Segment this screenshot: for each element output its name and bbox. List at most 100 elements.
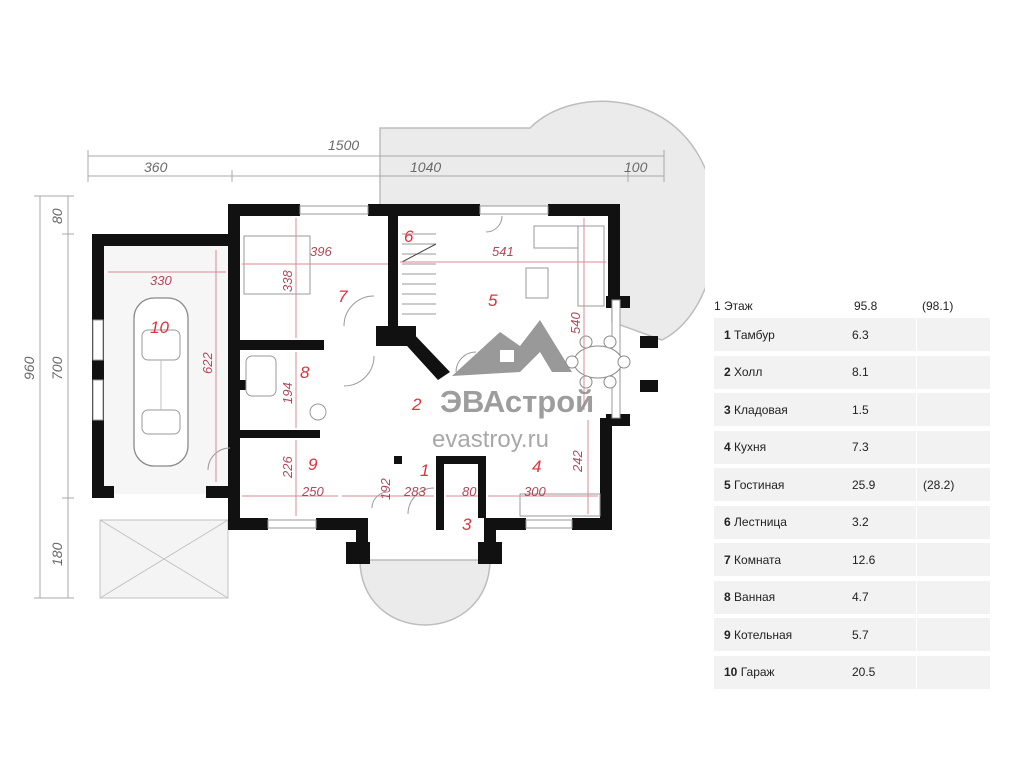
mountain-house-icon	[452, 320, 572, 376]
room-name: Гараж	[740, 665, 775, 679]
room-area-extra	[916, 580, 990, 614]
room-name: Котельная	[734, 627, 793, 642]
room-area-extra	[916, 430, 990, 464]
room-area-extra	[916, 655, 990, 689]
room-area-extra	[916, 618, 990, 651]
room-area-extra	[916, 318, 990, 351]
dim-room8-length: 194	[280, 382, 295, 404]
dining-table-icon	[565, 335, 631, 389]
room-number: 5	[724, 477, 731, 492]
room-name-cell: 4 Кухня	[714, 440, 846, 454]
dim-room7-length: 338	[280, 270, 295, 292]
room-name-cell: 3 Кладовая	[714, 403, 846, 417]
floor-label: 1 Этаж	[714, 299, 753, 313]
room-number: 8	[724, 590, 731, 604]
dim-right-width: 100	[624, 159, 648, 175]
dim-room1-length: 192	[378, 478, 393, 500]
dim-room1-width: 283	[403, 484, 426, 499]
dim-h-bottom: 180	[49, 542, 65, 566]
floor-area-extra: (98.1)	[922, 299, 954, 313]
table-row: 5 Гостиная 25.9 (28.2)	[714, 468, 990, 501]
dim-total-width: 1500	[328, 137, 359, 153]
watermark-brand: ЭВАстрой	[440, 384, 594, 419]
watermark-logo	[452, 320, 572, 376]
dim-room5-width: 541	[492, 244, 514, 259]
terrace-outline	[379, 100, 705, 341]
room-area: 20.5	[852, 665, 876, 679]
dim-left-width: 360	[144, 159, 168, 175]
dimension-lines	[34, 150, 665, 599]
coffee-table-icon	[525, 267, 549, 299]
dim-garage-width: 330	[150, 273, 172, 288]
table-row: 4 Кухня 7.3	[714, 430, 990, 464]
room-name-cell: 10 Гараж	[714, 665, 846, 679]
room-number-9: 9	[308, 455, 318, 474]
dim-room7-width: 396	[310, 244, 332, 259]
room-name-cell: 7 Комната	[714, 553, 846, 567]
bathtub-icon	[245, 355, 277, 397]
dim-room9-width: 250	[301, 484, 324, 499]
table-row: 6 Лестница 3.2	[714, 505, 990, 539]
table-row: 9 Котельная 5.7	[714, 618, 990, 651]
room-area: 25.9	[852, 477, 876, 492]
dim-total-height: 960	[21, 356, 37, 380]
room-number-2: 2	[411, 395, 422, 414]
table-row: 10 Гараж 20.5	[714, 655, 990, 689]
room-area-extra	[916, 505, 990, 539]
porch-outline	[359, 559, 491, 626]
room-number: 3	[724, 402, 731, 417]
room-number: 2	[724, 365, 731, 379]
dim-room4-length: 242	[570, 450, 585, 473]
area-table-header: 1 Этаж 95.8 (98.1)	[714, 294, 990, 318]
dim-room3-width: 80	[462, 484, 477, 499]
dim-room9-length: 226	[280, 456, 295, 479]
dim-mid-width: 1040	[410, 159, 441, 175]
room-area: 7.3	[852, 440, 869, 454]
room-area-extra	[916, 543, 990, 576]
room-name-cell: 2 Холл	[714, 365, 846, 379]
room-number-3: 3	[462, 515, 472, 534]
room-name-cell: 9 Котельная	[714, 628, 846, 642]
room-number-5: 5	[488, 291, 498, 310]
table-row: 2 Холл 8.1	[714, 355, 990, 389]
bed-icon	[243, 235, 311, 295]
room-number: 6	[724, 515, 731, 529]
room-name: Кухня	[734, 440, 767, 454]
room-number-4: 4	[532, 457, 541, 476]
dim-h-mid: 700	[49, 356, 65, 380]
room-number: 1	[724, 327, 731, 342]
room-number-6: 6	[404, 227, 414, 246]
room-number: 4	[724, 440, 731, 454]
room-name: Лестница	[734, 515, 787, 529]
dim-room5-length: 540	[568, 312, 583, 334]
sink-icon	[309, 403, 327, 421]
car-icon	[133, 297, 189, 467]
room-number: 7	[724, 552, 731, 567]
room-area: 1.5	[852, 402, 869, 417]
room-number: 9	[724, 627, 731, 642]
room-area: 4.7	[852, 590, 869, 604]
room-number-1: 1	[420, 461, 429, 480]
room-area: 8.1	[852, 365, 869, 379]
stairs-icon	[401, 233, 437, 315]
room-name-cell: 5 Гостиная	[714, 478, 846, 492]
room-name: Кладовая	[734, 402, 788, 417]
sofa-icon	[533, 225, 605, 307]
room-name: Холл	[734, 365, 763, 379]
dim-room4-width: 300	[524, 484, 546, 499]
floor-area: 95.8	[854, 299, 878, 313]
room-area: 6.3	[852, 327, 869, 342]
room-number-7: 7	[338, 287, 348, 306]
room-name: Гостиная	[734, 477, 785, 492]
room-area: 3.2	[852, 515, 869, 529]
room-name-cell: 8 Ванная	[714, 590, 846, 604]
walls	[92, 204, 658, 564]
kitchen-counter-icon	[519, 493, 601, 517]
room-area-extra	[916, 355, 990, 389]
room-area: 5.7	[852, 627, 869, 642]
room-area-extra	[916, 393, 990, 426]
room-area-extra: (28.2)	[916, 468, 990, 501]
